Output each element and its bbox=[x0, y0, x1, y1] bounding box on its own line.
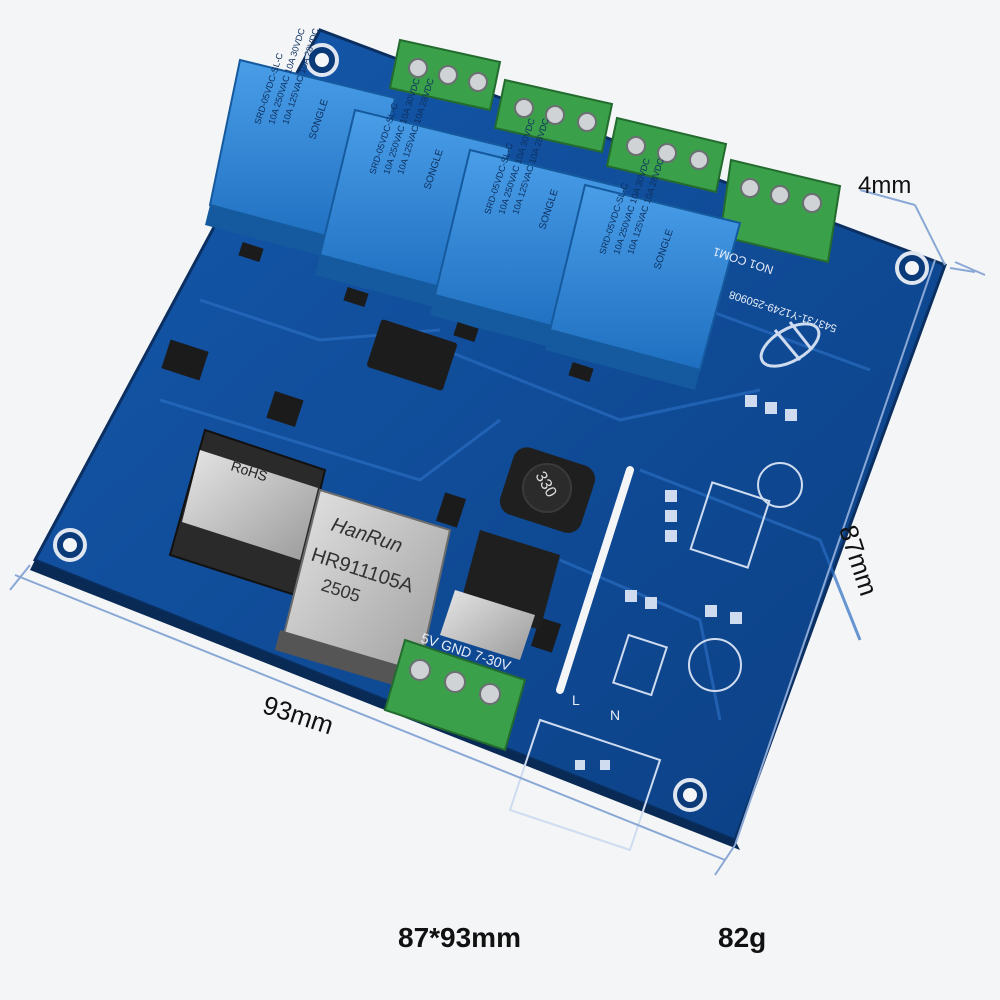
power-terminal-block bbox=[383, 638, 527, 752]
unpopulated-footprints bbox=[575, 395, 797, 770]
footprint-outlines bbox=[611, 462, 803, 697]
wifi-module bbox=[168, 428, 327, 597]
ac-neutral-label: N bbox=[610, 707, 620, 723]
smd-components bbox=[161, 241, 594, 653]
isolation-slot bbox=[556, 466, 634, 694]
ac-line-label: L bbox=[572, 692, 580, 708]
pcb-traces bbox=[159, 298, 871, 721]
pcb-edge-shadow bbox=[30, 560, 740, 850]
margin-dimension-label: 4mm bbox=[858, 172, 912, 199]
dimension-lines bbox=[9, 189, 986, 876]
mounting-holes bbox=[53, 43, 929, 812]
ac-area-outline bbox=[508, 718, 662, 852]
weight-caption: 82g bbox=[718, 922, 767, 953]
voltage-regulator bbox=[440, 530, 560, 660]
size-caption: 87*93mm bbox=[398, 922, 521, 953]
inductor bbox=[499, 447, 596, 533]
terminal-screws bbox=[408, 58, 822, 213]
relay-4 bbox=[545, 183, 742, 390]
board-logo bbox=[759, 321, 821, 368]
pin-header bbox=[367, 319, 457, 391]
